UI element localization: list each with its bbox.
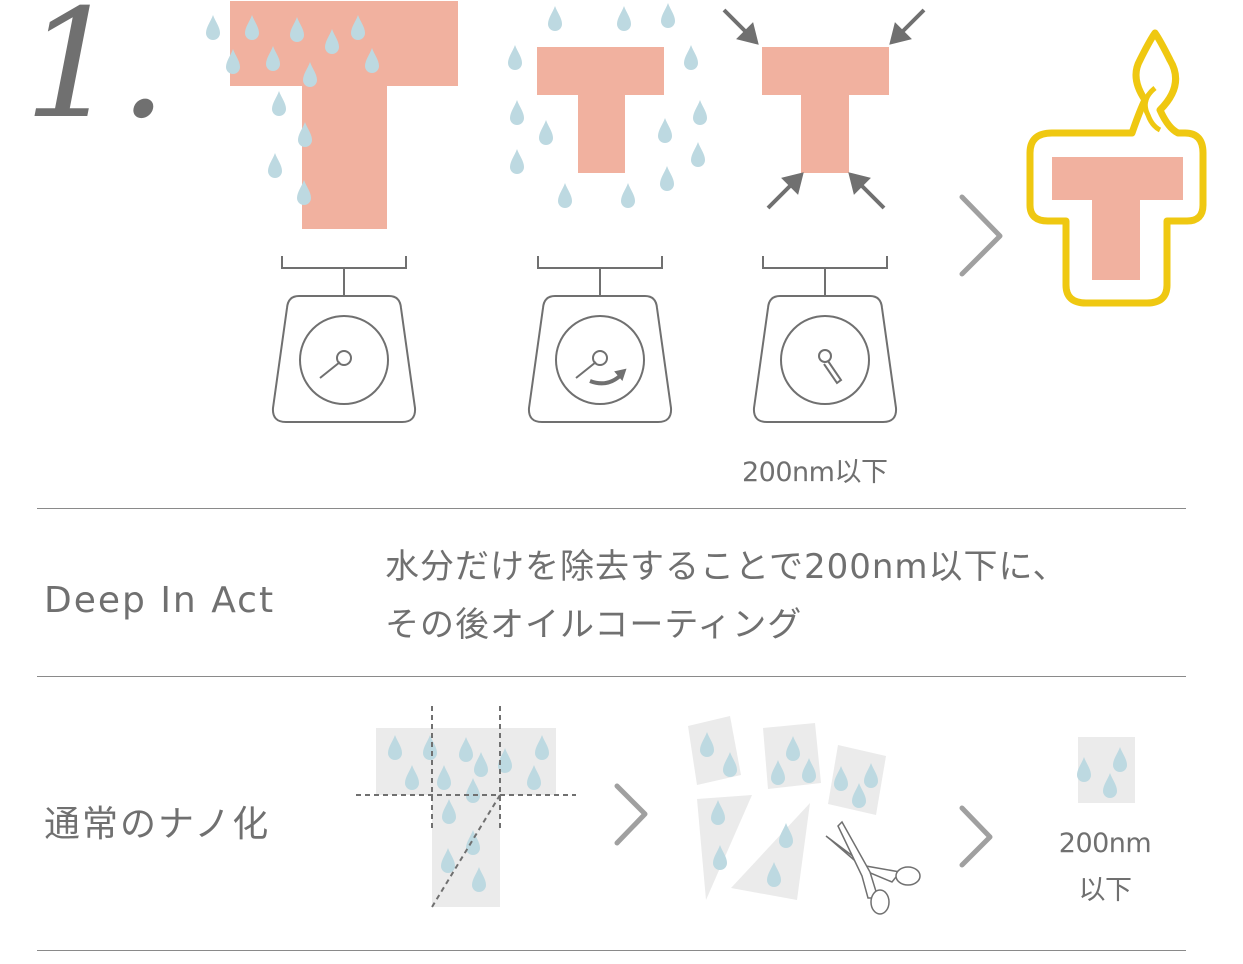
next-chevron-icon — [614, 783, 648, 846]
result-size-line: 以下 — [1078, 875, 1133, 906]
dial-needle-icon — [818, 349, 843, 385]
scale-3 — [752, 255, 898, 423]
divider — [37, 676, 1186, 677]
conventional-material-t — [356, 706, 576, 908]
result-piece — [1077, 737, 1135, 803]
result-size-line: 200nm — [1058, 828, 1152, 859]
divider — [37, 508, 1186, 509]
dial-needle-icon — [319, 350, 352, 379]
description-line: 水分だけを除去することで200nm以下に、 — [385, 547, 1068, 587]
scissors-icon — [825, 820, 921, 915]
drying-material-t — [508, 3, 707, 208]
scale-1 — [271, 255, 417, 423]
dial-needle-rotating-icon — [575, 350, 627, 386]
next-chevron-icon — [959, 805, 993, 868]
size-caption: 200nm以下 — [742, 457, 888, 488]
next-chevron-icon — [959, 194, 1003, 277]
row-description: 水分だけを除去することで200nm以下に、 その後オイルコーティング — [385, 538, 1068, 654]
scale-2 — [527, 255, 673, 423]
step-number: 1. — [24, 0, 168, 152]
row-label-deep-in-act: Deep In Act — [44, 580, 276, 621]
cut-pieces — [688, 716, 886, 900]
compressed-material-t — [722, 8, 926, 210]
compress-arrows-icon — [722, 8, 926, 210]
row-label-conventional: 通常のナノ化 — [44, 804, 271, 845]
description-line: その後オイルコーティング — [385, 605, 803, 645]
oil-coated-material-candle — [1026, 29, 1207, 307]
cut-lines — [356, 706, 576, 908]
divider — [37, 950, 1186, 951]
wet-material-t — [206, 1, 458, 229]
